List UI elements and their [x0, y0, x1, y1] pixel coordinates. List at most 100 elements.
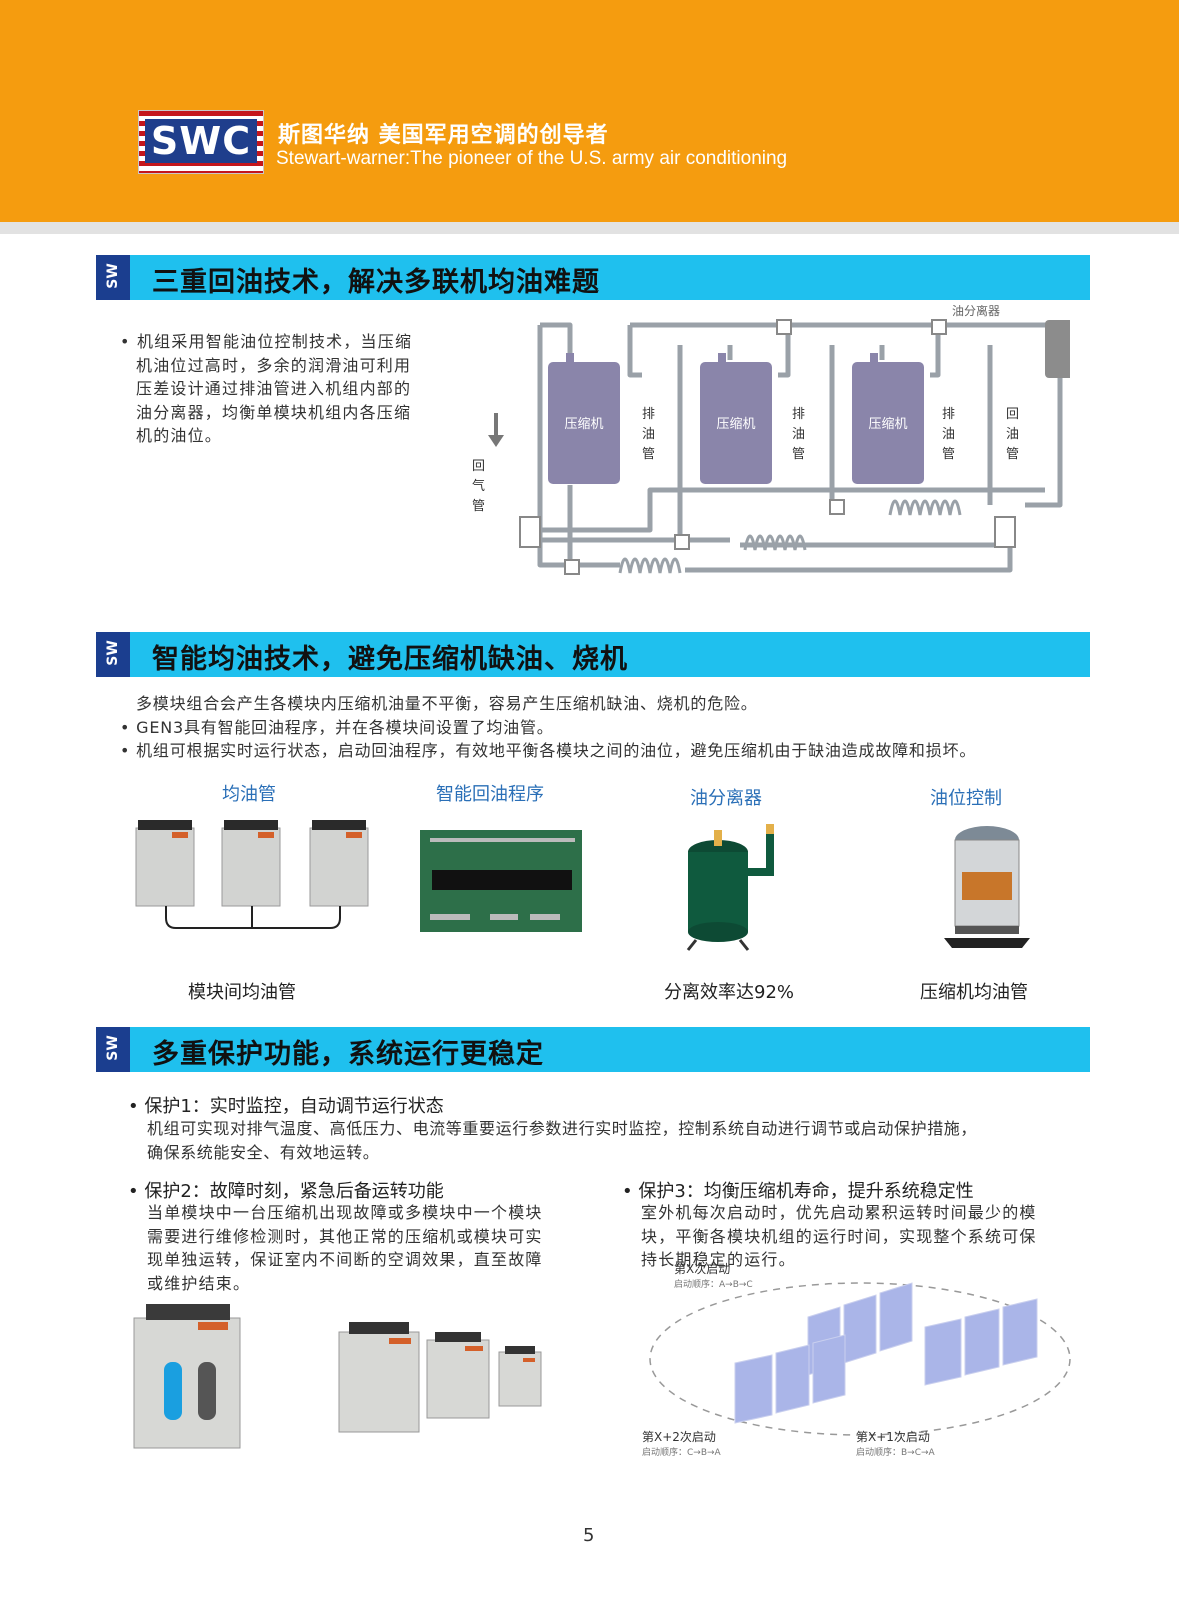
text-line: GEN3具有智能回油程序，并在各模块间设置了均油管。	[120, 716, 1094, 740]
compressor-1	[548, 362, 620, 484]
section-tab-label: SW	[105, 1035, 121, 1061]
pipe	[778, 325, 791, 378]
text-line: 机组可根据实时运行状态，启动回油程序，有效地平衡各模块之间的油位，避免压缩机由于…	[120, 739, 1094, 763]
chip	[432, 870, 572, 890]
oil-separator-label: 油分离器	[952, 305, 1000, 318]
feature-title: 智能回油程序	[436, 784, 544, 805]
module-panel	[964, 1308, 1000, 1376]
text-line: 当单模块中一台压缩机出现故障或多模块中一个模块	[147, 1203, 543, 1222]
circuit-board-image	[420, 830, 582, 932]
protection2-title: 保护2：故障时刻，紧急后备运转功能	[128, 1177, 443, 1203]
text-line: 现单独运转，保证室内不间断的空调效果，直至故障	[147, 1250, 543, 1269]
multi-module-image	[338, 1322, 542, 1433]
module-panel	[924, 1318, 962, 1386]
pipe	[540, 322, 573, 360]
feature-title: 油位控制	[930, 788, 1002, 809]
protection1-text: 机组可实现对排气温度、高低压力、电流等重要运行参数进行实时监控，控制系统自动进行…	[147, 1117, 1087, 1164]
logo-panel	[145, 119, 257, 163]
arrow-down-icon	[488, 435, 504, 447]
section1-text: 机组采用智能油位控制技术，当压缩 机油位过高时，多余的润滑油可利用 压差设计通过…	[120, 330, 460, 448]
oil-separator-image	[686, 824, 774, 951]
section2-header: SW 智能均油技术，避免压缩机缺油、烧机	[96, 632, 1090, 677]
module-panel	[1002, 1298, 1038, 1366]
compressor-grey	[198, 1362, 216, 1420]
page-number: 5	[583, 1525, 595, 1546]
module-panel	[843, 1294, 877, 1364]
section2-title: 智能均油技术，避免压缩机缺油、烧机	[152, 644, 628, 675]
discharge-pipe-label: 排	[942, 407, 955, 422]
feature-title: 油分离器	[690, 788, 762, 809]
return-oil-pipe-label: 回	[1006, 407, 1019, 422]
compressor-2	[700, 362, 772, 484]
header-divider	[0, 222, 1179, 234]
feature-caption: 模块间均油管	[188, 982, 296, 1003]
feature-caption: 分离效率达92%	[664, 982, 795, 1003]
text-line: 油分离器，均衡单模块机组内各压缩	[136, 402, 412, 422]
text-line: 压差设计通过排油管进入机组内部的	[136, 379, 412, 398]
valve	[931, 319, 947, 335]
cycle-step-title: 第X次启动	[674, 1262, 730, 1276]
text-line: 确保系统能安全、有效地运转。	[147, 1142, 380, 1162]
pipe	[627, 325, 642, 378]
protection3-text: 室外机每次启动时，优先启动累积运转时间最少的模 块，平衡各模块机组的运行时间，实…	[641, 1201, 1101, 1272]
text-line: 机组可实现对排气温度、高低压力、电流等重要运行参数进行实时监控，控制系统自动进行…	[147, 1119, 978, 1138]
swc-logo: SWC	[138, 110, 264, 174]
text-line: 室外机每次启动时，优先启动累积运转时间最少的模	[641, 1203, 1037, 1222]
text-line: 机的油位。	[136, 426, 223, 445]
discharge-pipe-label: 排	[792, 407, 805, 422]
balance-pipe	[165, 906, 341, 929]
logo-text: SWC	[150, 119, 252, 163]
section-tab: SW	[96, 1027, 130, 1072]
section-tab: SW	[96, 255, 130, 300]
coil-3	[888, 499, 962, 516]
module-panel	[775, 1344, 810, 1414]
compressor-3	[852, 362, 924, 484]
text-line: 块，平衡各模块机组的运行时间，实现整个系统可保	[641, 1226, 1037, 1246]
compressor-port	[566, 353, 574, 363]
oil-separator	[1045, 320, 1070, 378]
slogan-chinese: 斯图华纳 美国军用空调的创导者	[278, 123, 609, 148]
valve	[564, 559, 580, 575]
valve	[994, 516, 1016, 548]
compressor-label: 压缩机	[868, 416, 907, 432]
text-line: 机油位过高时，多余的润滑油可利用	[136, 355, 412, 375]
outdoor-unit	[221, 820, 281, 907]
valve	[829, 499, 845, 515]
cycle-step-order: 启动顺序：A→B→C	[674, 1278, 753, 1290]
discharge-pipe-label: 排	[642, 407, 655, 422]
discharge-pipe-label: 油	[942, 427, 955, 442]
discharge-pipe-label: 管	[642, 447, 655, 462]
discharge-pipe-label: 管	[792, 447, 805, 462]
text-line: 多模块组合会产生各模块内压缩机油量不平衡，容易产生压缩机缺油、烧机的危险。	[136, 694, 758, 713]
section-tab-label: SW	[105, 263, 121, 289]
protection2-text: 当单模块中一台压缩机出现故障或多模块中一个模块 需要进行维修检测时，其他正常的压…	[147, 1201, 607, 1295]
return-gas-pipe-label: 回	[472, 459, 485, 474]
text-line: 需要进行维修检测时，其他正常的压缩机或模块可实	[147, 1226, 543, 1246]
discharge-pipe-label: 管	[942, 447, 955, 462]
cycle-step-title: 第X+2次启动	[642, 1430, 716, 1444]
slogan-english: Stewart-warner:The pioneer of the U.S. a…	[276, 148, 788, 169]
compressor-blue	[164, 1362, 182, 1420]
discharge-pipe-label: 油	[642, 427, 655, 442]
unit-cutaway-image	[133, 1304, 241, 1449]
section1-title: 三重回油技术，解决多联机均油难题	[152, 267, 600, 298]
text-line: 或维护结束。	[147, 1273, 251, 1293]
valve	[519, 516, 541, 548]
compressor-port	[718, 353, 726, 363]
section1-header: SW 三重回油技术，解决多联机均油难题	[96, 255, 1090, 300]
cycle-ring	[649, 1282, 1071, 1436]
valve	[674, 534, 690, 550]
compressor-label: 压缩机	[564, 416, 603, 432]
section-tab: SW	[96, 632, 130, 677]
feature-caption: 压缩机均油管	[920, 982, 1028, 1003]
return-gas-pipe-label: 气	[472, 478, 485, 494]
section3-header: SW 多重保护功能，系统运行更稳定	[96, 1027, 1090, 1072]
return-gas-pipe-label: 管	[472, 499, 485, 514]
protection3-title: 保护3：均衡压缩机寿命，提升系统稳定性	[622, 1177, 973, 1203]
text-line: 机组采用智能油位控制技术，当压缩	[120, 330, 460, 354]
pipe	[930, 325, 941, 378]
section2-text: 多模块组合会产生各模块内压缩机油量不平衡，容易产生压缩机缺油、烧机的危险。 GE…	[134, 692, 1094, 763]
return-oil-pipe-label: 油	[1006, 427, 1019, 442]
compressor-image	[944, 826, 1030, 948]
cycle-step-order: 启动顺序：C→B→A	[642, 1446, 722, 1458]
